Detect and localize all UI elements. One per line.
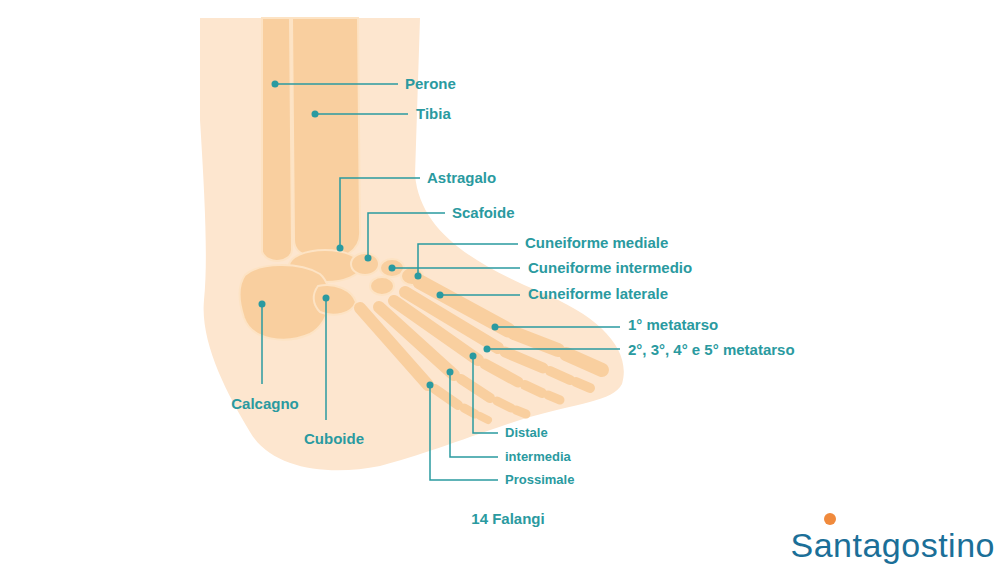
leader-dots xyxy=(259,81,499,389)
bone-label: Cuneiforme laterale xyxy=(528,286,668,303)
bone-label: Calcagno xyxy=(231,396,299,413)
bone-label: Cuboide xyxy=(304,431,364,448)
bone-label: Perone xyxy=(405,76,456,93)
logo-watermark: Santagostino xyxy=(791,527,996,564)
bone-label: 2°, 3°, 4° e 5° metatarso xyxy=(628,342,795,359)
bone-label: 1° metatarso xyxy=(628,317,718,334)
leader-lines xyxy=(262,84,620,480)
bones xyxy=(240,18,423,340)
bone-label: Cuneiforme intermedio xyxy=(528,260,692,277)
phalanx-label: intermedia xyxy=(505,450,571,464)
phalanx-label: Prossimale xyxy=(505,473,574,487)
bone-label: Scafoide xyxy=(452,205,515,222)
logo-mark xyxy=(824,513,836,525)
bone-label: Astragalo xyxy=(427,170,496,187)
group-label: 14 Falangi xyxy=(471,511,544,528)
bone-label: Tibia xyxy=(416,106,451,123)
phalanx-label: Distale xyxy=(505,426,548,440)
metatarsals-phalanges xyxy=(360,282,602,420)
bone-label: Cuneiforme mediale xyxy=(525,235,668,252)
